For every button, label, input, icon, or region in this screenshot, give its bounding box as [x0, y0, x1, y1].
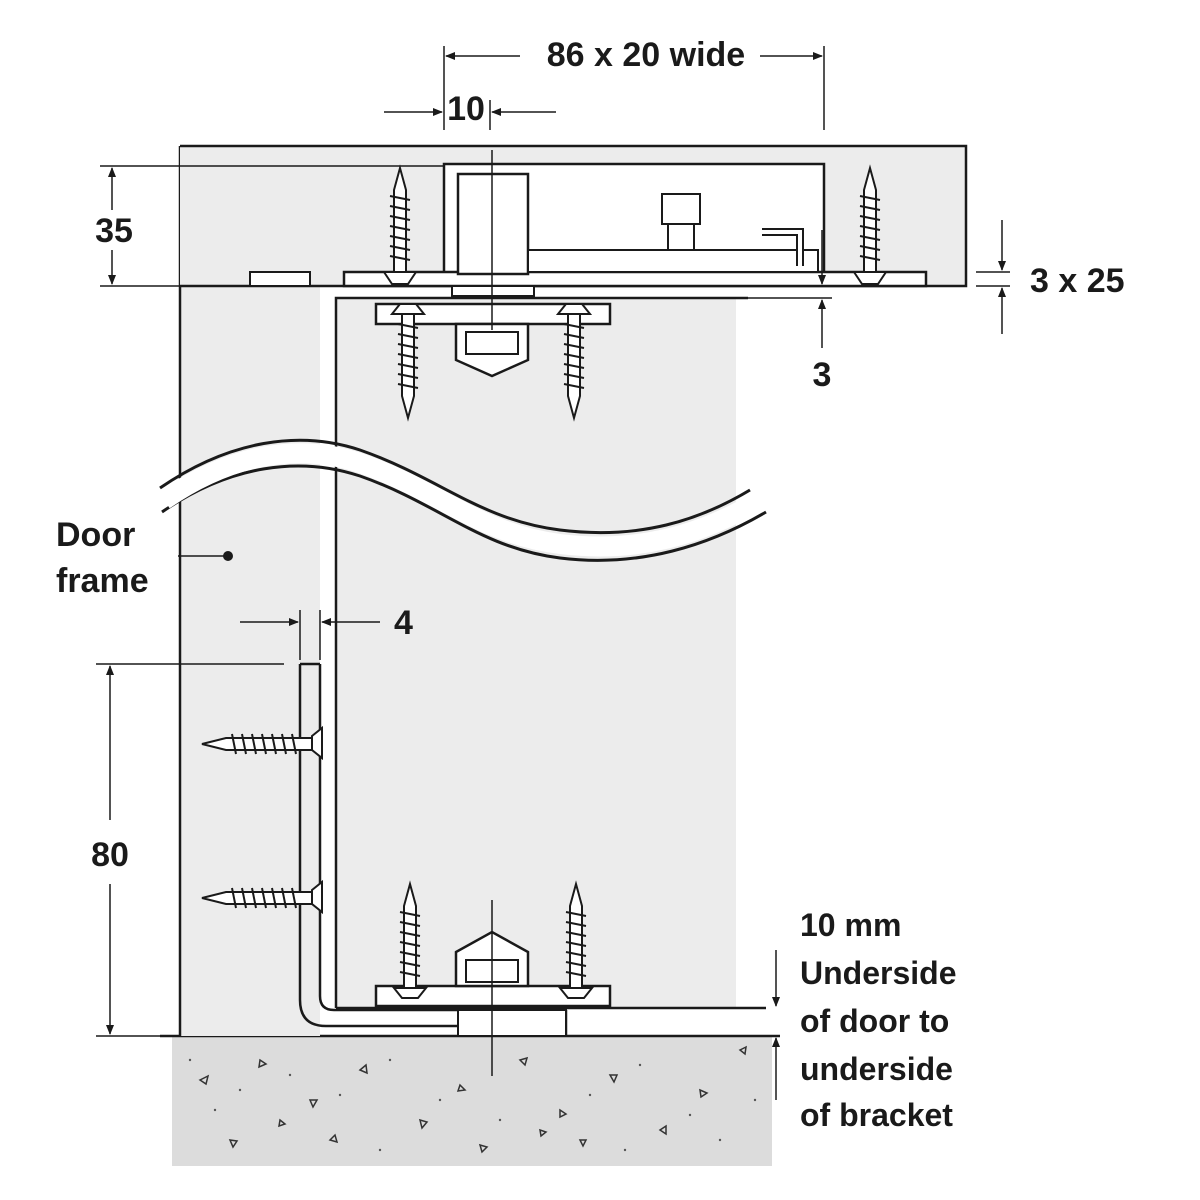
- floor-speckles: [198, 1045, 747, 1154]
- dim-top-gap: 3: [813, 356, 832, 394]
- dim-side-gap: 4: [394, 604, 413, 642]
- screw-door-top-left: [389, 303, 427, 422]
- label-door-frame-line2: frame: [56, 562, 149, 600]
- note-line-1: 10 mm: [800, 907, 901, 943]
- door-panel: [334, 296, 766, 1010]
- floor: [160, 1034, 780, 1166]
- note-line-2: Underside: [800, 955, 956, 991]
- screws: [201, 164, 888, 999]
- note-line-3: of door to: [800, 1003, 949, 1039]
- dim-bracket-size: 3 x 25: [1030, 262, 1125, 300]
- top-bracket: [249, 172, 928, 297]
- dimension-lines: [96, 46, 1010, 1100]
- dim-top-offset: 10: [447, 90, 485, 128]
- screw-head-right: [852, 164, 888, 285]
- door-top-fitting: [374, 302, 612, 378]
- door-frame-post: [178, 146, 320, 1036]
- screw-frame-upper: [201, 725, 323, 761]
- screw-door-top-right: [555, 303, 593, 422]
- label-door-frame-line1: Door: [56, 516, 135, 554]
- floor-guide: [298, 662, 568, 1037]
- note-line-5: of bracket: [800, 1097, 953, 1133]
- screw-door-bottom-left: [391, 880, 429, 999]
- break-line: [158, 438, 767, 562]
- dim-guide-height: 80: [91, 836, 129, 874]
- screw-door-bottom-right: [557, 880, 595, 999]
- screw-head-left: [382, 164, 418, 285]
- door-frame-leader-dot: [223, 551, 233, 561]
- dim-top-width: 86 x 20 wide: [547, 36, 745, 74]
- floor-dots: [188, 1058, 757, 1152]
- note-line-4: underside: [800, 1051, 953, 1087]
- dim-head-height: 35: [95, 212, 133, 250]
- screw-frame-lower: [201, 879, 323, 915]
